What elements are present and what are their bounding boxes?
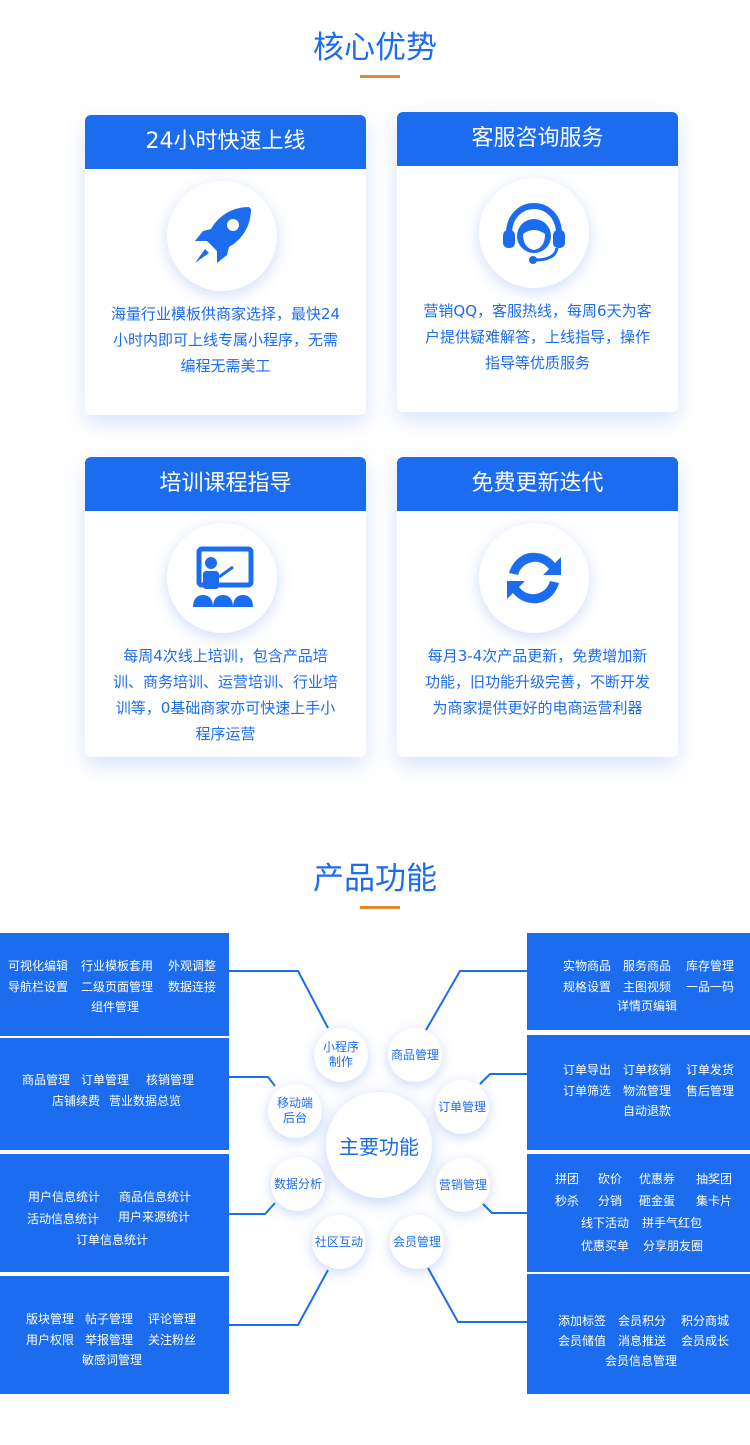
feature-item: 拼手气红包 <box>642 1216 703 1230</box>
feature-item: 订单筛选 <box>563 1084 612 1098</box>
panel-data-analysis-features: 用户信息统计 商品信息统计 活动信息统计 用户来源统计 订单信息统计 <box>0 1154 229 1272</box>
feature-item: 订单发货 <box>686 1063 735 1077</box>
feature-item: 活动信息统计 <box>27 1212 100 1226</box>
card-title: 客服咨询服务 <box>397 112 678 166</box>
feature-item: 规格设置 <box>563 980 612 994</box>
feature-item: 秒杀 <box>555 1194 580 1208</box>
feature-item: 可视化编辑 <box>8 959 69 973</box>
panel-miniprogram-features: 可视化编辑 行业模板套用 外观调整 导航栏设置 二级页面管理 数据连接 组件管理 <box>0 933 229 1036</box>
feature-item: 订单管理 <box>81 1073 130 1087</box>
feature-item: 会员积分 <box>618 1314 667 1328</box>
feature-item: 用户来源统计 <box>118 1210 191 1224</box>
panel-community-features: 版块管理 帖子管理 评论管理 用户权限 举报管理 关注粉丝 敏感词管理 <box>0 1276 229 1394</box>
card-title: 培训课程指导 <box>85 457 366 511</box>
rocket-icon <box>195 207 251 263</box>
feature-item: 物流管理 <box>623 1084 672 1098</box>
node-community: 社区互动 <box>312 1215 366 1269</box>
feature-item: 举报管理 <box>85 1333 134 1347</box>
advantage-card-fast-launch: 24小时快速上线 海量行业模板供商家选择，最快24小时内即可上线专属小程序，无需… <box>85 115 366 415</box>
feature-item: 导航栏设置 <box>8 980 69 994</box>
node-order: 订单管理 <box>435 1080 489 1134</box>
node-miniprogram: 小程序 制作 <box>314 1028 368 1082</box>
feature-item: 订单信息统计 <box>76 1233 149 1247</box>
features-title-underline <box>360 906 400 909</box>
feature-item: 详情页编辑 <box>617 999 678 1013</box>
node-mobile-backend: 移动端 后台 <box>268 1084 322 1138</box>
card-description: 营销QQ，客服热线，每周6天为客户提供疑难解答，上线指导，操作指导等优质服务 <box>423 302 652 372</box>
feature-item: 帖子管理 <box>85 1312 134 1326</box>
feature-item: 优惠券 <box>639 1172 676 1186</box>
feature-item: 商品信息统计 <box>119 1190 192 1204</box>
feature-item: 库存管理 <box>686 959 735 973</box>
feature-item: 一品一码 <box>686 980 735 994</box>
feature-item: 关注粉丝 <box>148 1333 197 1347</box>
feature-item: 组件管理 <box>91 1000 140 1014</box>
feature-item: 砸金蛋 <box>639 1194 676 1208</box>
feature-item: 商品管理 <box>22 1073 71 1087</box>
feature-item: 优惠买单 <box>581 1239 630 1253</box>
feature-item: 分享朋友圈 <box>643 1239 704 1253</box>
feature-item: 售后管理 <box>686 1084 735 1098</box>
advantage-card-updates: 免费更新迭代 每月3-4次产品更新，免费增加新功能，旧功能升级完善，不断开发为商… <box>397 457 678 757</box>
feature-item: 二级页面管理 <box>81 980 154 994</box>
feature-item: 评论管理 <box>148 1312 197 1326</box>
feature-item: 行业模板套用 <box>81 959 154 973</box>
headset-icon <box>503 202 565 264</box>
feature-item: 服务商品 <box>623 959 672 973</box>
feature-item: 消息推送 <box>618 1334 667 1348</box>
features-title: 产品功能 <box>313 861 437 897</box>
feature-item: 砍价 <box>598 1172 623 1186</box>
feature-item: 会员信息管理 <box>605 1354 678 1368</box>
feature-item: 自动退款 <box>623 1104 672 1118</box>
panel-order-features: 订单导出 订单核销 订单发货 订单筛选 物流管理 售后管理 自动退款 <box>527 1035 750 1150</box>
panel-goods-features: 实物商品 服务商品 库存管理 规格设置 主图视频 一品一码 详情页编辑 <box>527 933 750 1030</box>
node-marketing: 营销管理 <box>436 1158 490 1212</box>
feature-item: 抽奖团 <box>696 1172 733 1186</box>
feature-item: 店铺续费 <box>52 1094 101 1108</box>
card-title: 24小时快速上线 <box>85 115 366 169</box>
feature-item: 集卡片 <box>696 1194 733 1208</box>
feature-item: 线下活动 <box>581 1216 630 1230</box>
advantages-title: 核心优势 <box>313 30 437 66</box>
card-description: 每月3-4次产品更新，免费增加新功能，旧功能升级完善，不断开发为商家提供更好的电… <box>424 647 650 717</box>
feature-item: 积分商城 <box>681 1314 730 1328</box>
card-description: 每周4次线上培训，包含产品培训、商务培训、运营培训、行业培训等，0基础商家亦可快… <box>112 647 338 743</box>
panel-member-features: 添加标签 会员积分 积分商城 会员储值 消息推送 会员成长 会员信息管理 <box>527 1274 750 1394</box>
feature-item: 拼团 <box>555 1172 580 1186</box>
feature-item: 数据连接 <box>168 980 217 994</box>
feature-item: 版块管理 <box>26 1312 75 1326</box>
node-member: 会员管理 <box>390 1215 444 1269</box>
feature-item: 主图视频 <box>623 980 672 994</box>
card-description: 海量行业模板供商家选择，最快24小时内即可上线专属小程序，无需编程无需美工 <box>110 305 341 375</box>
advantages-title-underline <box>360 75 400 78</box>
feature-item: 分销 <box>598 1194 623 1208</box>
feature-item: 营业数据总览 <box>109 1094 182 1108</box>
feature-item: 会员储值 <box>558 1334 607 1348</box>
feature-item: 核销管理 <box>146 1073 195 1087</box>
panel-marketing-features: 拼团 砍价 优惠券 抽奖团 秒杀 分销 砸金蛋 集卡片 线下活动 拼手气红包 优… <box>527 1154 750 1272</box>
feature-item: 外观调整 <box>168 959 217 973</box>
advantage-card-support: 客服咨询服务 营销QQ，客服热线，每周6天为客户提供疑难解答，上线指导，操作指导… <box>397 112 678 412</box>
advantage-card-training: 培训课程指导 每周4次线上培训，包含产品培训、商务培训、运营培训、行业培训等，0… <box>85 457 366 757</box>
feature-item: 会员成长 <box>681 1334 730 1348</box>
panel-mobile-backend-features: 商品管理 订单管理 核销管理 店铺续费 营业数据总览 <box>0 1038 229 1150</box>
card-title: 免费更新迭代 <box>397 457 678 511</box>
feature-item: 实物商品 <box>563 959 612 973</box>
node-goods: 商品管理 <box>388 1028 442 1082</box>
feature-item: 订单核销 <box>623 1063 672 1077</box>
node-data-analysis: 数据分析 <box>271 1157 325 1211</box>
feature-item: 添加标签 <box>558 1314 607 1328</box>
feature-item: 用户信息统计 <box>28 1190 101 1204</box>
main-features-hub: 主要功能 <box>326 1092 432 1198</box>
training-icon <box>193 546 254 607</box>
feature-item: 敏感词管理 <box>82 1353 143 1367</box>
feature-item: 用户权限 <box>26 1333 75 1347</box>
refresh-icon <box>507 552 561 604</box>
feature-item: 订单导出 <box>563 1063 612 1077</box>
